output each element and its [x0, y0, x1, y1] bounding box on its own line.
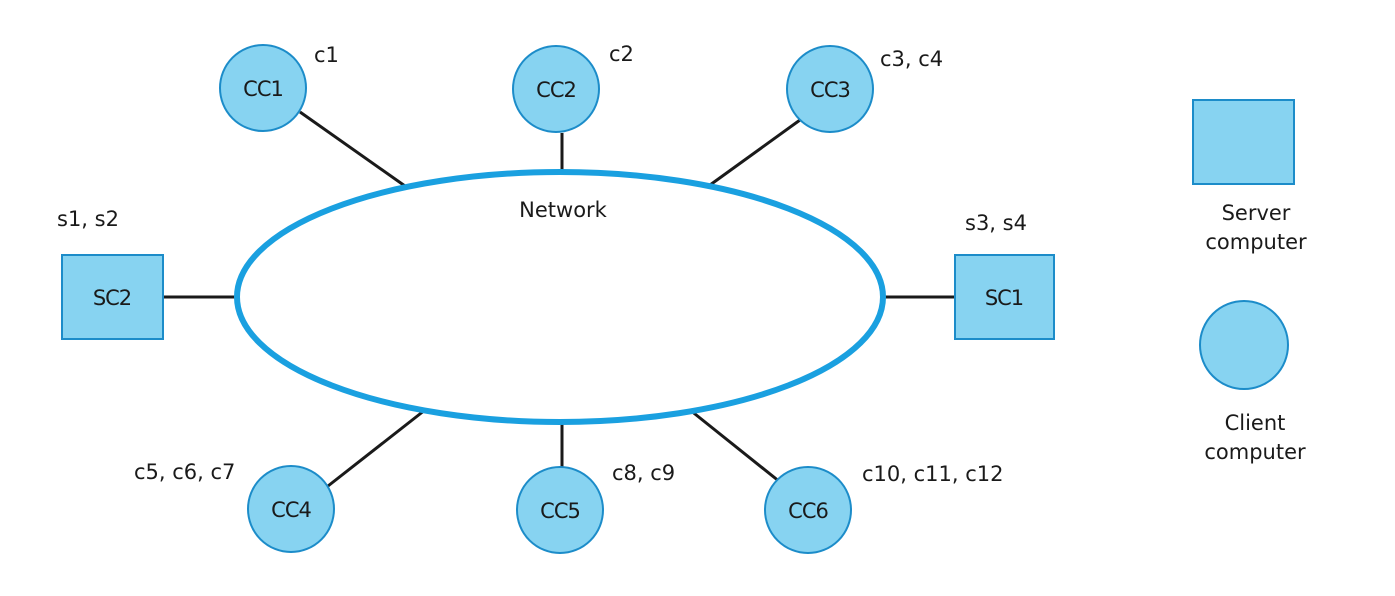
node-label: SC2: [93, 286, 131, 310]
node-label: CC4: [271, 498, 311, 522]
legend-server-label-line2: computer: [1205, 230, 1307, 254]
connection-links: [163, 110, 955, 488]
link-cc4: [327, 408, 426, 488]
server-legend-icon: [1192, 99, 1295, 185]
link-cc3: [709, 118, 801, 187]
legend-client: Client computer: [1199, 300, 1306, 464]
legend-server-label-line1: Server: [1222, 201, 1291, 225]
client-computer-icon: [219, 44, 307, 132]
client-node-cc5: CC5 c8, c9: [516, 461, 675, 554]
node-annotation: s1, s2: [57, 207, 119, 231]
server-computer-icon: [61, 254, 164, 340]
client-computer-icon: [247, 465, 335, 553]
legend-server: Server computer: [1192, 99, 1307, 254]
node-annotation: c8, c9: [612, 461, 675, 485]
client-legend-icon: [1199, 300, 1289, 390]
client-node-cc1: CC1 c1: [219, 43, 339, 132]
node-annotation: c1: [314, 43, 339, 67]
client-node-cc3: CC3 c3, c4: [786, 45, 943, 133]
legend-client-label-line1: Client: [1225, 411, 1286, 435]
server-node-sc1: SC1 s3, s4: [954, 211, 1055, 340]
node-annotation: c3, c4: [880, 47, 943, 71]
network-label: Network: [519, 198, 608, 222]
network-cloud: [234, 169, 886, 425]
client-node-cc4: CC4 c5, c6, c7: [134, 460, 335, 553]
server-node-sc2: SC2 s1, s2: [57, 207, 164, 340]
link-cc6: [689, 408, 786, 488]
node-label: CC1: [243, 77, 283, 101]
node-label: CC2: [536, 78, 576, 102]
client-node-cc2: CC2 c2: [512, 42, 634, 133]
node-label: CC5: [540, 499, 580, 523]
node-annotation: c5, c6, c7: [134, 460, 235, 484]
node-annotation: c10, c11, c12: [862, 462, 1004, 486]
node-annotation: c2: [609, 42, 634, 66]
legend: Server computer Client computer: [1192, 99, 1307, 464]
client-computer-icon: [512, 45, 600, 133]
client-computer-icon: [764, 466, 852, 554]
node-label: CC3: [810, 78, 850, 102]
client-computer-icon: [516, 466, 604, 554]
client-computer-icon: [786, 45, 874, 133]
client-node-cc6: CC6 c10, c11, c12: [764, 462, 1004, 554]
node-label: SC1: [985, 286, 1023, 310]
legend-client-label-line2: computer: [1204, 440, 1306, 464]
server-computer-icon: [954, 254, 1055, 340]
node-label: CC6: [788, 499, 828, 523]
node-annotation: s3, s4: [965, 211, 1027, 235]
link-cc1: [299, 110, 406, 188]
